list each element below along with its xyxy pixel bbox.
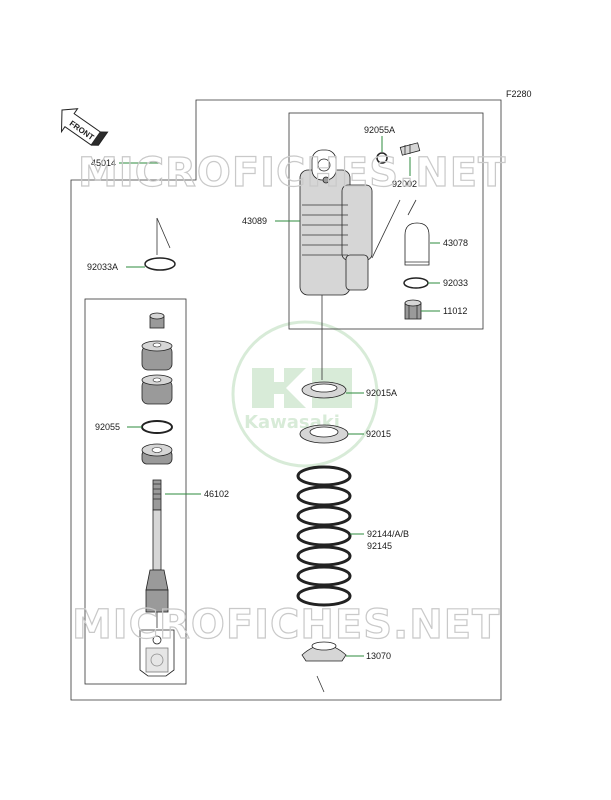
- spring-seat-92015a-part: [301, 381, 347, 399]
- figure-code: F2280: [506, 89, 532, 99]
- bump-rubber-part: [141, 340, 173, 371]
- circlip-92033a-part: [144, 217, 176, 271]
- cap-11012-part: [404, 299, 422, 320]
- spring-92144-part: [296, 465, 352, 607]
- damper-rod-subassembly-box: [84, 298, 187, 685]
- screw-92002-part: [399, 142, 421, 156]
- label-45014: 45014: [91, 158, 116, 168]
- oring-92055a-part: [376, 152, 388, 164]
- label-11012: 11012: [443, 306, 467, 316]
- circlip-92033-part: [403, 277, 429, 289]
- shock-body-part: [299, 149, 373, 360]
- label-92055a: 92055A: [364, 125, 395, 135]
- bladder-43078-part: [371, 199, 430, 266]
- label-92145: 92145: [367, 541, 392, 551]
- label-92144: 92144/A/B: [367, 529, 409, 539]
- label-43089: 43089: [242, 216, 267, 226]
- label-43078: 43078: [443, 238, 468, 248]
- seal-holder-part: [141, 443, 173, 465]
- outer-assembly-outline: [70, 99, 502, 701]
- watermark-text-top: MICROFICHES.NET: [78, 150, 506, 196]
- label-92033a: 92033A: [87, 262, 118, 272]
- spring-nut-92015-part: [299, 424, 349, 444]
- nut-part: [149, 312, 165, 329]
- label-92033: 92033: [443, 278, 468, 288]
- bottom-axis-line: [316, 675, 325, 693]
- label-13070: 13070: [366, 651, 391, 661]
- label-92015: 92015: [366, 429, 391, 439]
- label-92015a: 92015A: [366, 388, 397, 398]
- watermark-text-bottom: MICROFICHES.NET: [72, 602, 500, 648]
- valve-part: [141, 374, 173, 405]
- spring-guide-13070-part: [301, 641, 347, 662]
- damper-rod-46102-part: [139, 479, 175, 677]
- label-46102: 46102: [204, 489, 229, 499]
- label-92055: 92055: [95, 422, 120, 432]
- oring-92055-part: [141, 420, 173, 434]
- label-92002: 92002: [392, 179, 417, 189]
- front-arrow-icon: FRONT: [60, 108, 109, 146]
